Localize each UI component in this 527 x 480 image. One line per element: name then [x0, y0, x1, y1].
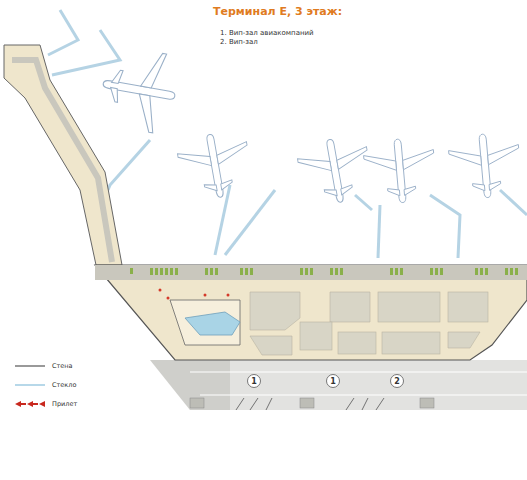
callout-number: 1	[251, 377, 257, 386]
callout-number: 1	[330, 377, 336, 386]
callout-circle: 1	[247, 374, 261, 388]
list-item: 2. Вип-зал	[220, 38, 258, 46]
list-item: 1. Вип-зал авиакомпаний	[220, 29, 314, 37]
legend-text: Прилет	[52, 400, 77, 408]
callout-number: 2	[394, 377, 400, 386]
legend-text: Стена	[52, 362, 73, 370]
legend-text: Стекло	[52, 381, 76, 389]
callout-circle: 1	[326, 374, 340, 388]
arrival-sample	[15, 401, 45, 407]
title: Терминал Е, 3 этаж:	[213, 5, 342, 18]
wall-sample	[15, 365, 45, 366]
glass-sample	[15, 384, 45, 386]
callout-circle: 2	[390, 374, 404, 388]
